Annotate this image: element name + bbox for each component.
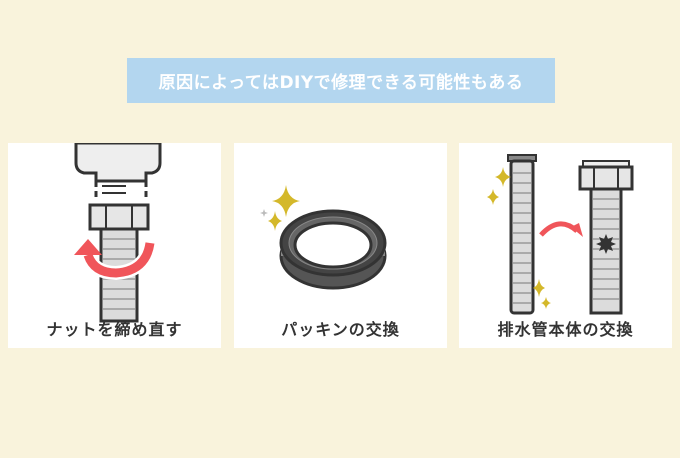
drain-pipe-illustration [487, 154, 634, 315]
sparkle-icon [487, 189, 499, 205]
headline-banner: 原因によってはDIYで修理できる可能性もある [127, 58, 555, 103]
crack-damage-icon [596, 234, 616, 254]
sparkle-icon [541, 297, 551, 309]
sparkle-icon [272, 185, 300, 217]
panel-gasket: パッキンの交換 [234, 143, 447, 348]
caption-gasket: パッキンの交換 [281, 320, 400, 339]
panel-tighten-nut: ナットを締め直す [8, 143, 221, 348]
panel-drain-pipe: 排水管本体の交換 [459, 143, 672, 348]
replace-arrow-icon [539, 221, 579, 237]
sparkle-icon [268, 211, 282, 231]
sparkle-icon [533, 279, 545, 297]
sparkle-icon [495, 167, 511, 187]
caption-drain-pipe: 排水管本体の交換 [497, 320, 634, 339]
rotate-arrow-icon [83, 242, 155, 278]
nut-tighten-illustration [74, 143, 162, 323]
gasket-illustration [260, 185, 387, 290]
caption-tighten-nut: ナットを締め直す [46, 320, 183, 339]
